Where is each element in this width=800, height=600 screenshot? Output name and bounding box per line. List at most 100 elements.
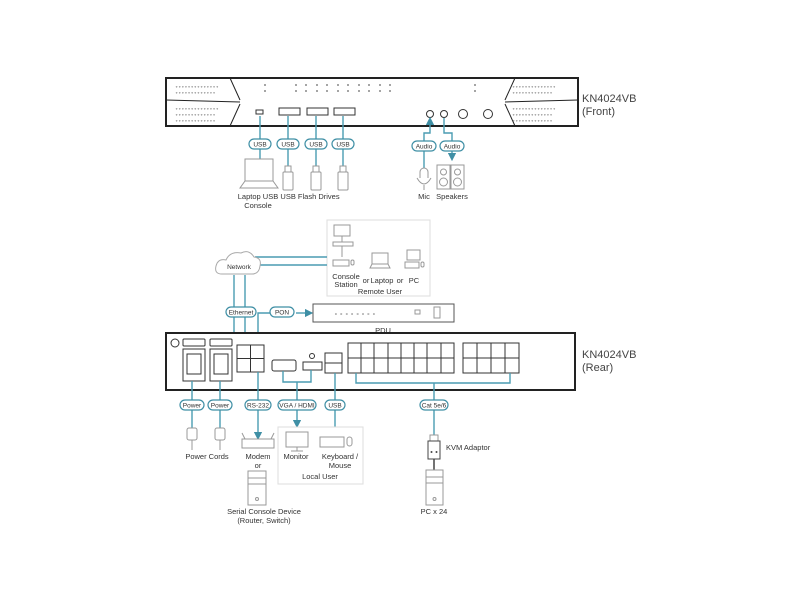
network-cloud-icon: Network (215, 251, 261, 275)
svg-text:VGA / HDMI: VGA / HDMI (279, 403, 315, 410)
laptop-label: Laptop (371, 276, 394, 285)
pc-monitor-icon (406, 249, 421, 261)
button-icon (483, 109, 493, 119)
pdu-device: ∘ ∘ ∘ ∘ ∘ ∘ ∘ ∘ (312, 303, 455, 323)
power-socket-icon (209, 348, 233, 382)
svg-text:∘∘∘∘∘∘∘∘∘∘∘∘∘∘: ∘∘∘∘∘∘∘∘∘∘∘∘∘∘ (512, 106, 556, 112)
svg-text:∘∘∘∘∘∘∘∘∘∘∘∘∘: ∘∘∘∘∘∘∘∘∘∘∘∘∘ (512, 90, 553, 96)
usb-flash-drive-icon (310, 165, 322, 191)
audio-in-pill: Audio (411, 140, 437, 152)
console-station-label-2: Station (334, 280, 357, 289)
mini-usb-port-icon (255, 109, 264, 115)
keyboard-icon (319, 436, 345, 448)
serial-device-sublabel: (Router, Switch) (237, 516, 291, 525)
mouse-label: Mouse (329, 461, 352, 470)
power-socket-icon (182, 348, 206, 382)
monitor-label: Monitor (283, 452, 309, 461)
monitor-icon (285, 431, 309, 448)
usb-flash-drive-icon (282, 165, 294, 191)
svg-text:USB: USB (253, 142, 266, 149)
modem-icon (241, 432, 275, 449)
rear-model-label: KN4024VB (582, 349, 636, 361)
svg-text:USB: USB (336, 142, 349, 149)
usb-port-icon (278, 107, 301, 116)
modem-label: Modem (245, 452, 270, 461)
front-panel: ∘∘∘∘∘∘∘∘∘∘∘∘∘∘ ∘∘∘∘∘∘∘∘∘∘∘∘∘ ∘∘∘∘∘∘∘∘∘∘∘… (165, 77, 579, 127)
flash-drives-label: USB Flash Drives (280, 192, 339, 201)
hdmi-port-icon (302, 361, 323, 371)
usb-port-icon (333, 107, 356, 116)
power-pill: Power (179, 399, 205, 411)
ethernet-pill: Ethernet (225, 306, 257, 318)
svg-text:Power: Power (211, 403, 230, 410)
svg-text:∘∘∘∘∘∘∘∘∘∘∘∘∘: ∘∘∘∘∘∘∘∘∘∘∘∘∘ (175, 112, 216, 118)
svg-text:Cat 5e/6: Cat 5e/6 (422, 403, 447, 410)
svg-text:∘ ∘ ∘ ∘ ∘ ∘ ∘ ∘: ∘ ∘ ∘ ∘ ∘ ∘ ∘ ∘ (334, 312, 376, 318)
svg-text:Ethernet: Ethernet (229, 310, 254, 317)
power-pill: Power (207, 399, 233, 411)
or-label: or (363, 276, 370, 285)
or-label: or (397, 276, 404, 285)
power-cords-label: Power Cords (185, 452, 229, 461)
usb-flash-drive-icon (337, 165, 349, 191)
svg-text:RS-232: RS-232 (247, 403, 269, 410)
laptop-console-label: Console (244, 201, 272, 210)
vga-port-icon (271, 359, 297, 372)
ground-icon (170, 338, 180, 348)
svg-text:PON: PON (275, 310, 289, 317)
mouse-icon (346, 436, 353, 447)
serial-device-label: Serial Console Device (227, 507, 301, 516)
laptop-icon (371, 252, 389, 265)
mic-icon (416, 167, 432, 190)
svg-text:Audio: Audio (444, 144, 461, 151)
svg-text:∘∘∘∘∘∘∘∘∘∘∘∘∘: ∘∘∘∘∘∘∘∘∘∘∘∘∘ (175, 90, 216, 96)
mic-label: Mic (418, 192, 430, 201)
laptop-icon (239, 158, 279, 189)
kvm-adaptor-label: KVM Adaptor (446, 443, 491, 452)
svg-text:∘∘∘∘∘∘∘∘∘∘∘∘∘∘: ∘∘∘∘∘∘∘∘∘∘∘∘∘∘ (512, 84, 556, 90)
rear-side-label: (Rear) (582, 362, 613, 374)
audio-out-pill: Audio (439, 140, 465, 152)
usb-port-icon (306, 107, 329, 116)
network-label: Network (227, 264, 252, 271)
speakers-label: Speakers (436, 192, 468, 201)
front-usb-pill: USB (248, 138, 272, 150)
svg-text:USB: USB (328, 403, 341, 410)
usb-pill: USB (324, 399, 346, 411)
front-usb-pill: USB (276, 138, 300, 150)
svg-text:∘∘∘∘∘∘∘∘∘∘∘∘∘: ∘∘∘∘∘∘∘∘∘∘∘∘∘ (512, 118, 553, 124)
front-side-label: (Front) (582, 106, 615, 118)
laptop-usb-label: Laptop USB (238, 192, 278, 201)
svg-text:USB: USB (281, 142, 294, 149)
power-cord-icon (214, 427, 226, 450)
svg-text:∘∘∘∘∘∘∘∘∘∘∘∘∘: ∘∘∘∘∘∘∘∘∘∘∘∘∘ (512, 112, 553, 118)
button-icon (458, 109, 468, 119)
power-cord-icon (186, 427, 198, 450)
speakers-icon (436, 164, 465, 190)
remote-user-box (326, 219, 431, 297)
local-user-box (277, 426, 364, 485)
front-model-label: KN4024VB (582, 93, 636, 105)
svg-text:∘∘∘∘∘∘∘∘∘∘∘∘∘: ∘∘∘∘∘∘∘∘∘∘∘∘∘ (175, 118, 216, 124)
front-usb-pill: USB (331, 138, 355, 150)
pon-pill: PON (269, 306, 295, 318)
keyboard-icon (332, 259, 350, 267)
console-station-label: Console (332, 272, 360, 281)
modem-or-label: or (255, 461, 262, 470)
cat5-pill: Cat 5e/6 (419, 399, 449, 411)
front-usb-pill: USB (304, 138, 328, 150)
pc-tower-icon (425, 469, 444, 506)
kvm-switch-icon (332, 241, 354, 247)
pc-label: PC (409, 276, 420, 285)
svg-text:USB: USB (309, 142, 322, 149)
local-user-label: Local User (302, 472, 338, 481)
remote-user-label: Remote User (358, 287, 403, 296)
pdu-label: PDU (375, 326, 391, 335)
serial-device-icon (247, 470, 267, 506)
vga-hdmi-pill: VGA / HDMI (277, 399, 317, 411)
speaker-jack-icon (440, 110, 448, 118)
kvm-adaptor-icon (427, 434, 441, 470)
svg-text:∘∘∘∘∘∘∘∘∘∘∘∘∘∘: ∘∘∘∘∘∘∘∘∘∘∘∘∘∘ (175, 106, 219, 112)
svg-text:∘∘∘∘∘∘∘∘∘∘∘∘∘∘: ∘∘∘∘∘∘∘∘∘∘∘∘∘∘ (175, 84, 219, 90)
svg-text:Power: Power (183, 403, 202, 410)
